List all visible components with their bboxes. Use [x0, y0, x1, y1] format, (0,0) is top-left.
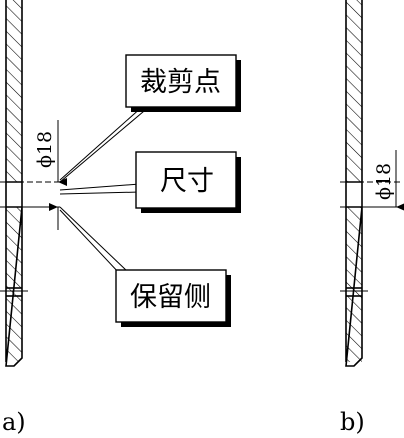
callout-size-label: 尺寸 — [160, 166, 214, 197]
leader-size-b — [59, 191, 141, 195]
leader-keep-side-a — [59, 206, 129, 273]
callout-cut-point-label: 裁剪点 — [140, 67, 221, 98]
panel-a-part: ϕ18 — [0, 0, 67, 367]
panel-a-upper-section — [6, 0, 22, 182]
callout-size: 尺寸 — [135, 151, 241, 213]
leader-keep-side-b — [59, 209, 121, 275]
callout-keep-side: 保留侧 — [115, 269, 231, 327]
leader-cut-point-b — [59, 105, 151, 183]
leader-size-a — [59, 183, 141, 191]
panel-a-dimension-label: ϕ18 — [34, 131, 56, 168]
panel-a-label: a) — [2, 408, 26, 436]
panel-b-part: ϕ18 — [340, 0, 404, 367]
panel-b-upper-section — [346, 0, 362, 182]
panel-b-label: b) — [340, 408, 365, 436]
callout-cut-point: 裁剪点 — [125, 54, 241, 112]
panel-b-dimension-label: ϕ18 — [373, 163, 395, 200]
callout-keep-side-label: 保留侧 — [130, 282, 211, 313]
